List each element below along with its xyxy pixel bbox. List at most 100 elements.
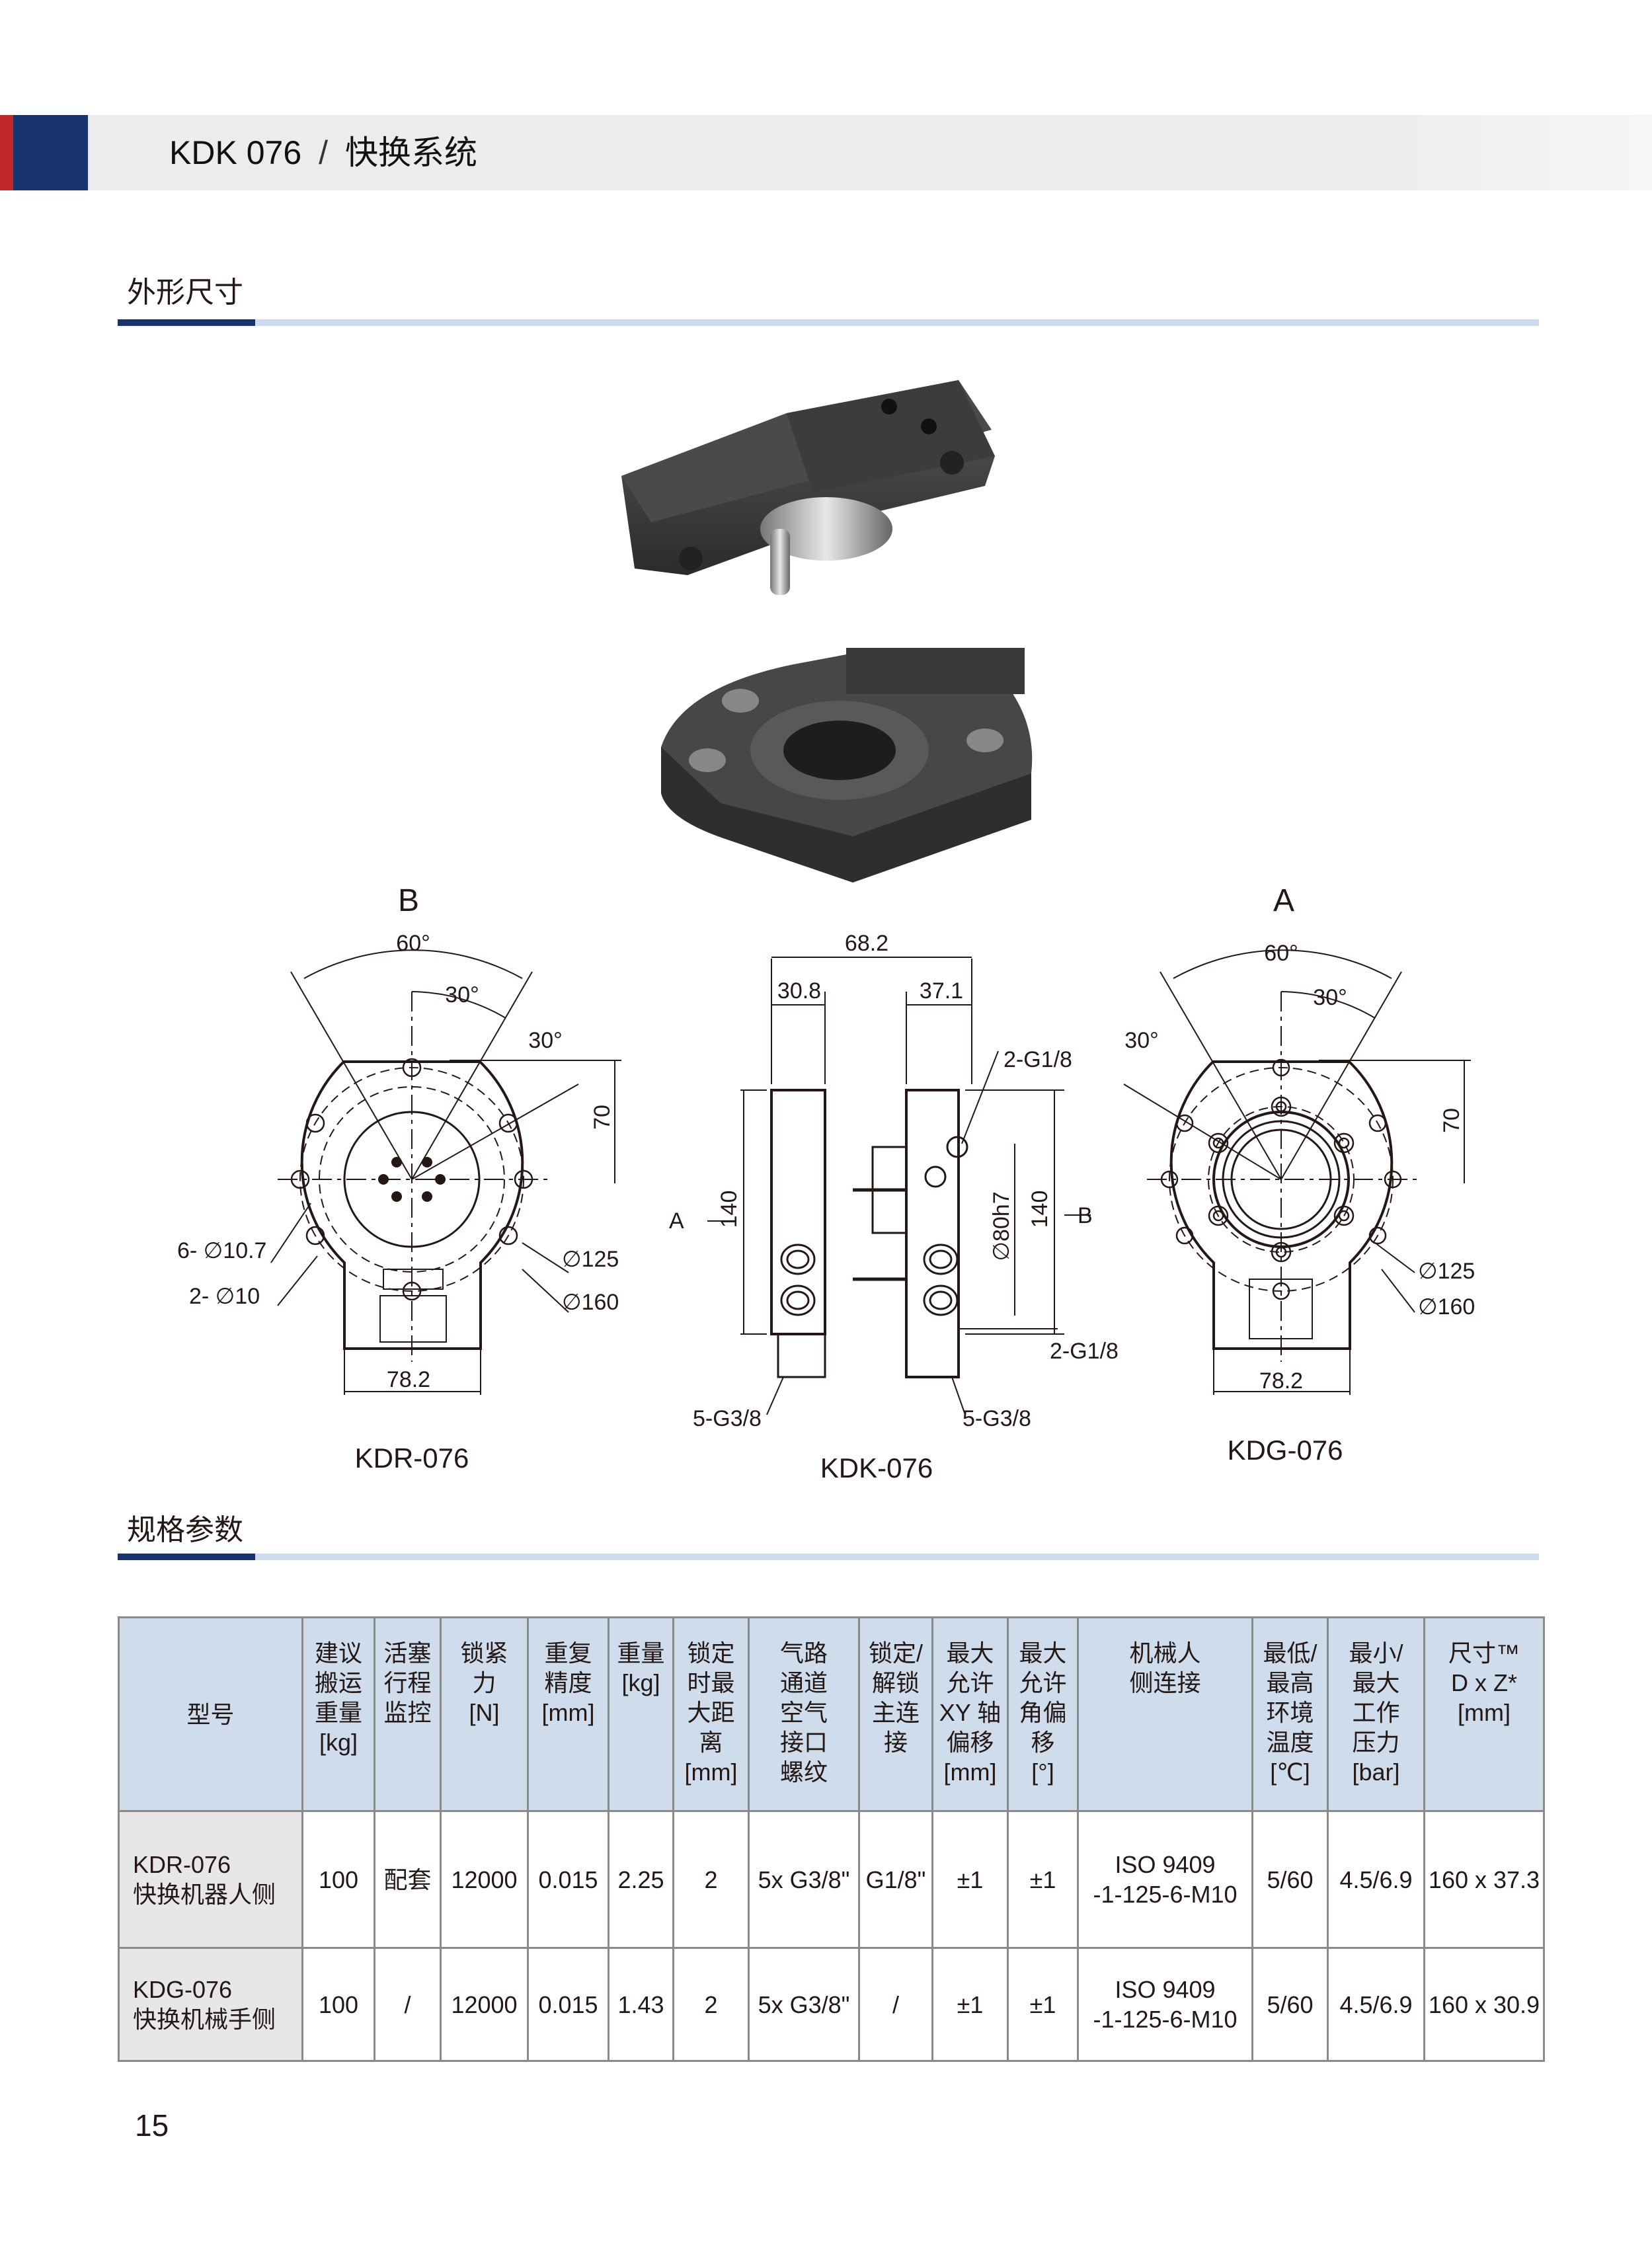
column-header: 活塞 行程 监控 — [374, 1616, 442, 1812]
table-cell: 2 — [672, 1810, 750, 1949]
table-cell: 12000 — [440, 1947, 529, 2062]
table-cell: 2.25 — [608, 1810, 674, 1949]
table-cell: 100 — [301, 1810, 375, 1949]
column-header: 锁定/ 解锁 主连 接 — [858, 1616, 933, 1812]
table-cell: ±1 — [931, 1947, 1009, 2062]
table-cell: 4.5/6.9 — [1327, 1810, 1425, 1949]
table-cell: ±1 — [931, 1810, 1009, 1949]
table-cell: 5x G3/8" — [748, 1947, 860, 2062]
table-cell: ISO 9409 -1-125-6-M10 — [1077, 1947, 1253, 2062]
width-label: 78.2 — [387, 1367, 430, 1392]
table-cell: 配套 — [374, 1810, 442, 1949]
g38-right-label: 5-G3/8 — [963, 1406, 1031, 1431]
table-cell: G1/8" — [858, 1810, 933, 1949]
column-header: 建议 搬运 重量 [kg] — [301, 1616, 375, 1812]
product-code: KDK 076 — [169, 134, 302, 171]
column-header: 型号 — [118, 1616, 303, 1812]
table-cell: ISO 9409 -1-125-6-M10 — [1077, 1810, 1253, 1949]
height-left-label: 140 — [717, 1191, 742, 1228]
dia-125-label: ∅125 — [1418, 1259, 1475, 1284]
dia-80-label: ∅80h7 — [989, 1191, 1014, 1261]
table-cell: / — [374, 1947, 442, 2062]
page-number: 15 — [135, 2108, 169, 2143]
drawing-kdk-076 — [707, 957, 1091, 1415]
dim-total-label: 68.2 — [845, 931, 888, 956]
header-bar — [88, 115, 1652, 190]
table-cell: 5/60 — [1251, 1947, 1329, 2062]
table-cell: 5x G3/8" — [748, 1810, 860, 1949]
column-header: 最大 允许 角偏 移 [°] — [1007, 1616, 1079, 1812]
arrow-b-label: B — [1078, 1203, 1093, 1228]
product-photo-tool-side — [661, 648, 1033, 883]
column-header: 最小/ 最大 工作 压力 [bar] — [1327, 1616, 1425, 1812]
dim-70-label: 70 — [590, 1105, 615, 1130]
drawing-kdr-076 — [270, 949, 621, 1395]
table-cell: ±1 — [1007, 1810, 1079, 1949]
column-header: 机械人 侧连接 — [1077, 1616, 1253, 1812]
spec-table: 型号建议 搬运 重量 [kg]活塞 行程 监控锁紧 力 [N]重复 精度 [mm… — [118, 1616, 1545, 2062]
holes-label: 2- ∅10 — [189, 1284, 260, 1309]
table-header-row: 型号建议 搬运 重量 [kg]活塞 行程 监控锁紧 力 [N]重复 精度 [mm… — [118, 1616, 1545, 1812]
arrow-a-label: A — [669, 1208, 684, 1234]
header-blue-block — [13, 115, 88, 190]
angle-30-label: 30° — [528, 1028, 562, 1053]
product-photo-robot-side — [621, 380, 995, 595]
table-cell: / — [858, 1947, 933, 2062]
header-red-stripe — [0, 115, 13, 190]
column-header: 锁紧 力 [N] — [440, 1616, 529, 1812]
column-header: 锁定 时最 大距 离 [mm] — [672, 1616, 750, 1812]
table-cell: 4.5/6.9 — [1327, 1947, 1425, 2062]
model-caption-kdr: KDR-076 — [355, 1442, 469, 1474]
angle-60-label: 60° — [1264, 941, 1298, 966]
section-divider — [118, 1554, 1539, 1560]
dia-160-label: ∅160 — [1418, 1294, 1475, 1320]
dia-160-label: ∅160 — [562, 1290, 619, 1315]
section-title-dimensions: 外形尺寸 — [127, 276, 243, 309]
table-cell: ±1 — [1007, 1947, 1079, 2062]
table-cell: 12000 — [440, 1810, 529, 1949]
model-caption-kdg: KDG-076 — [1227, 1435, 1343, 1466]
column-header: 重量 [kg] — [608, 1616, 674, 1812]
holes-label: 6- ∅10.7 — [177, 1238, 266, 1263]
drawing-kdg-076 — [1123, 949, 1471, 1395]
g38-left-label: 5-G3/8 — [693, 1406, 762, 1431]
table-cell: 0.015 — [527, 1947, 610, 2062]
section-divider — [118, 319, 1539, 326]
section-title-specs: 规格参数 — [127, 1513, 243, 1547]
dim-70-label: 70 — [1439, 1108, 1464, 1133]
column-header: 重复 精度 [mm] — [527, 1616, 610, 1812]
drawings-canvas: B 60° 30° 30° 70 6- ∅10.7 2- ∅10 ∅125 ∅1… — [177, 380, 1475, 1483]
column-header: 尺寸™ D x Z* [mm] — [1423, 1616, 1545, 1812]
table-cell: 2 — [672, 1947, 750, 2062]
view-label-a: A — [1273, 883, 1294, 918]
header-title: KDK 076 / 快换系统 — [169, 130, 477, 176]
table-cell: 5/60 — [1251, 1810, 1329, 1949]
product-title: 快换系统 — [345, 134, 478, 171]
port-top-label: 2-G1/8 — [1003, 1047, 1072, 1072]
angle-30-label: 30° — [1313, 985, 1347, 1010]
column-header: 最大 允许 XY 轴 偏移 [mm] — [931, 1616, 1009, 1812]
width-label: 78.2 — [1259, 1368, 1303, 1394]
model-caption-kdk: KDK-076 — [820, 1452, 933, 1483]
table-cell: 0.015 — [527, 1810, 610, 1949]
model-cell: KDG-076 快换机械手侧 — [118, 1947, 303, 2062]
column-header: 最低/ 最高 环境 温度 [℃] — [1251, 1616, 1329, 1812]
angle-30-label: 30° — [445, 982, 479, 1007]
height-right-label: 140 — [1027, 1191, 1052, 1228]
view-label-b: B — [398, 883, 419, 918]
table-cell: 100 — [301, 1947, 375, 2062]
angle-60-label: 60° — [396, 931, 430, 956]
table-cell: 160 x 30.9 — [1423, 1947, 1545, 2062]
header-separator: / — [319, 134, 329, 171]
column-header: 气路 通道 空气 接口 螺纹 — [748, 1616, 860, 1812]
dim-right-label: 37.1 — [920, 978, 963, 1004]
table-cell: 160 x 37.3 — [1423, 1810, 1545, 1949]
table-cell: 1.43 — [608, 1947, 674, 2062]
dim-left-label: 30.8 — [777, 978, 821, 1004]
dia-125-label: ∅125 — [562, 1247, 619, 1272]
model-cell: KDR-076 快换机器人侧 — [118, 1810, 303, 1949]
port-bottom-label: 2-G1/8 — [1050, 1339, 1119, 1364]
angle-30-label: 30° — [1124, 1028, 1158, 1053]
